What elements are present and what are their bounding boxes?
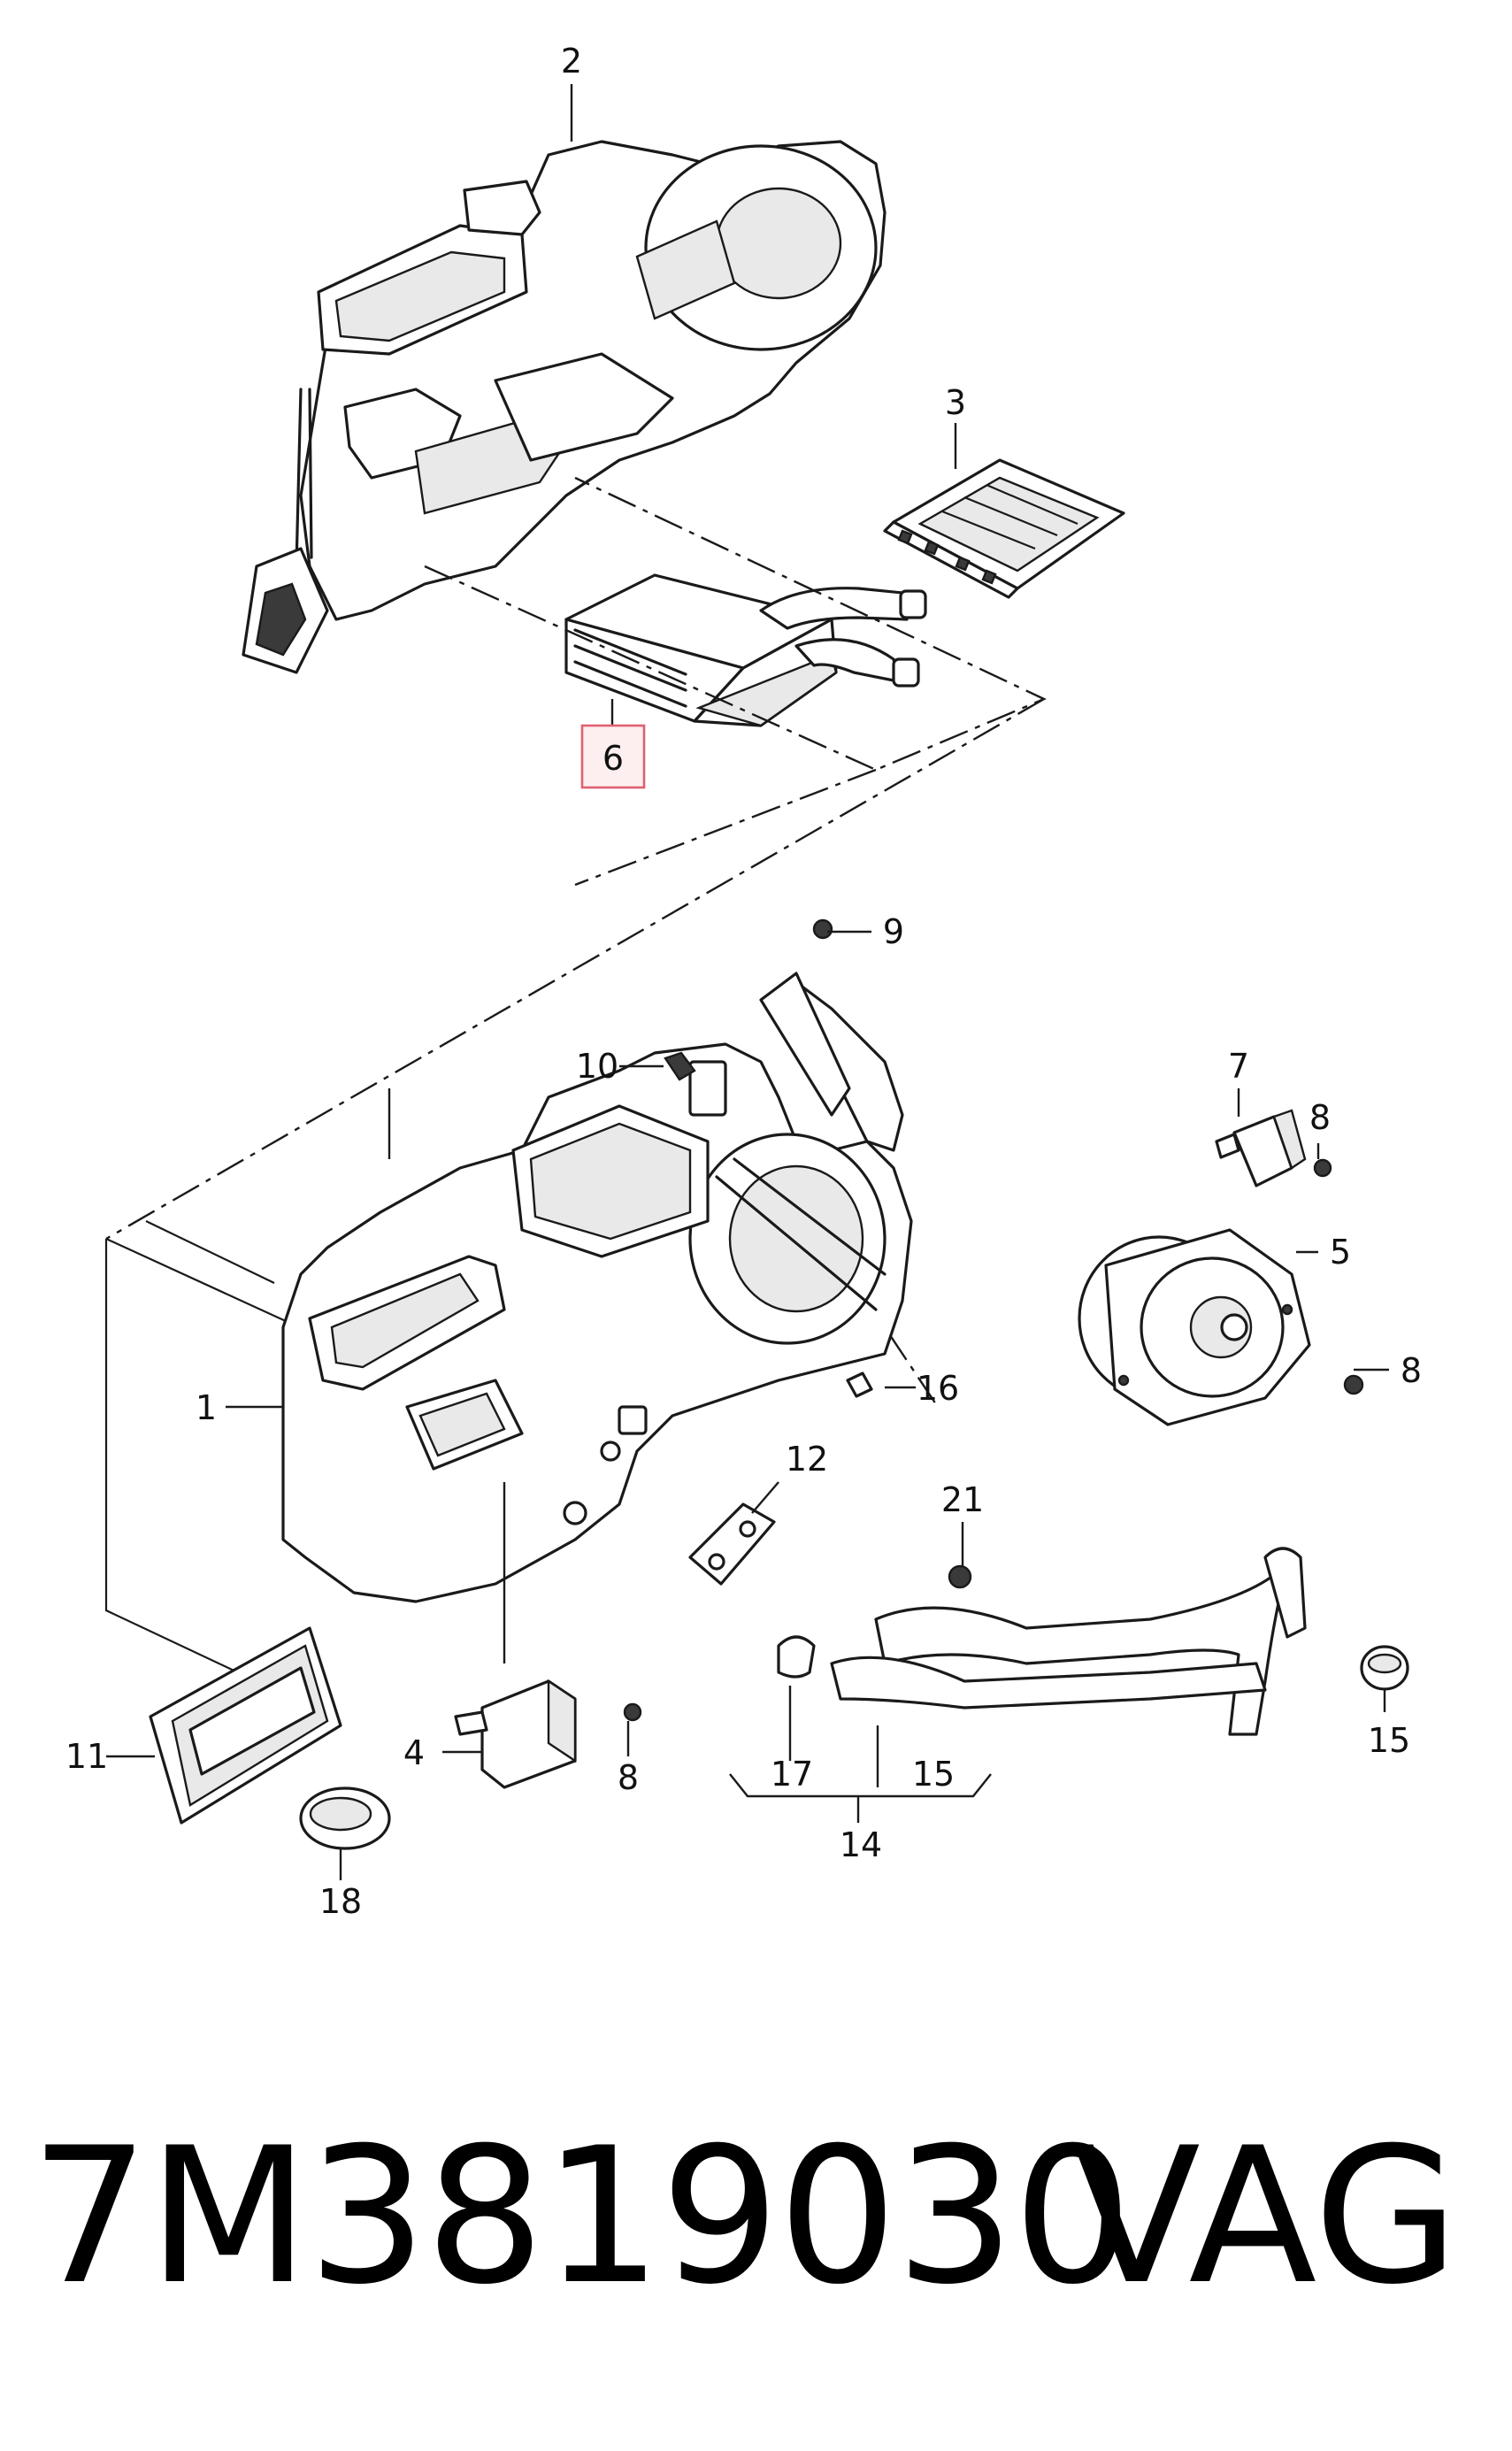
clip-part-16: [846, 1371, 873, 1398]
actuator-part-4: [454, 1679, 577, 1789]
callout-8-bottom: 8: [618, 1758, 639, 1797]
callout-9: 9: [883, 912, 904, 951]
bracket-part-12: [688, 1502, 776, 1586]
callout-17: 17: [771, 1755, 813, 1794]
callout-6: 6: [602, 739, 624, 778]
part-number: 7M3819030: [30, 2107, 1132, 2325]
grommet-part-18: [299, 1786, 391, 1850]
blower-motor-part-5: [1078, 1228, 1311, 1426]
callout-15-right: 15: [1368, 1721, 1410, 1760]
callout-1: 1: [196, 1388, 217, 1427]
assembly-bracket-top: [105, 1238, 319, 1337]
callout-12: 12: [786, 1440, 828, 1479]
callout-16: 16: [917, 1369, 959, 1408]
callout-2: 2: [561, 42, 582, 81]
callout-5: 5: [1330, 1233, 1351, 1272]
callout-18: 18: [319, 1882, 362, 1921]
coolant-hoses-part-14: [830, 1547, 1409, 1736]
callout-21: 21: [941, 1480, 984, 1519]
brand-name: VAG: [1071, 2107, 1459, 2325]
dust-pollen-filter-part-3: [883, 458, 1125, 599]
callout-8-right: 8: [1401, 1351, 1422, 1390]
upper-housing-part-2: [242, 140, 886, 674]
screws: [623, 918, 1364, 1722]
callout-6-highlight-box: [580, 724, 646, 789]
assembly-bracket-top-2: [145, 1220, 275, 1284]
resistor-part-7: [1215, 1109, 1307, 1187]
assembly-line-heat-exchanger: [424, 476, 1047, 772]
air-filter-part-11: [149, 1626, 342, 1825]
assembly-bracket-left: [104, 1239, 257, 1682]
footer: 7M3819030 VAG: [0, 2115, 1512, 2318]
callout-8-top: 8: [1309, 1098, 1331, 1137]
heat-exchanger-part-6: [564, 573, 927, 727]
callout-15-bottom: 15: [912, 1755, 955, 1794]
main-housing-part-1: [281, 972, 913, 1603]
callout-10: 10: [576, 1047, 618, 1086]
callout-11: 11: [65, 1737, 108, 1776]
assembly-line-to-housing: [574, 768, 877, 887]
leader-lines: [106, 930, 1389, 1880]
clip-part-10: [664, 1051, 696, 1081]
callout-14: 14: [840, 1825, 882, 1864]
callout-7: 7: [1228, 1047, 1249, 1086]
hose-clip-part-17: [777, 1635, 816, 1679]
callout-3: 3: [945, 383, 966, 422]
assembly-line-diagonal: [105, 697, 1045, 1241]
callout-4: 4: [403, 1733, 425, 1772]
